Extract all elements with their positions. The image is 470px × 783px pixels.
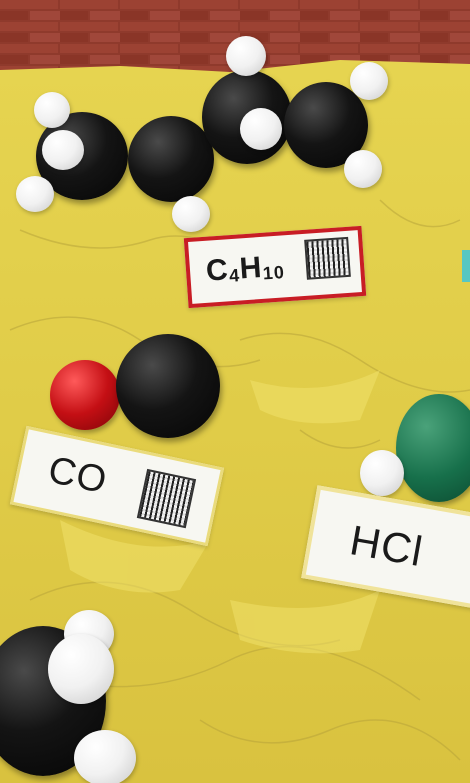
butane-hydrogen [42,130,84,170]
hcl-hydrogen [360,450,404,496]
butane-carbon-2 [128,116,214,202]
formula-c4h10-h: H [238,250,264,286]
butane-hydrogen [226,36,266,76]
partial-hydrogen [74,730,136,783]
butane-hydrogen [350,62,388,100]
butane-hydrogen [34,92,70,128]
butane-hydrogen [240,108,282,150]
formula-hcl: HCl [346,516,427,576]
partial-hydrogen [48,634,114,704]
paper-highlights [60,370,380,654]
teal-card-edge [462,250,470,282]
label-card-c4h10: C4H10 [183,225,367,309]
co-carbon [116,334,220,438]
co-oxygen [50,360,120,430]
formula-co: CO [44,448,112,503]
butane-hydrogen [172,196,210,232]
qr-code [304,236,351,280]
formula-c4h10-c: C [204,253,230,288]
hcl-chlorine [396,394,470,502]
formula-c4h10-sub-10: 10 [262,262,286,284]
qr-code [136,468,197,529]
butane-hydrogen [344,150,382,188]
butane-hydrogen [16,176,54,212]
formula-c4h10: C4H10 [205,249,286,288]
